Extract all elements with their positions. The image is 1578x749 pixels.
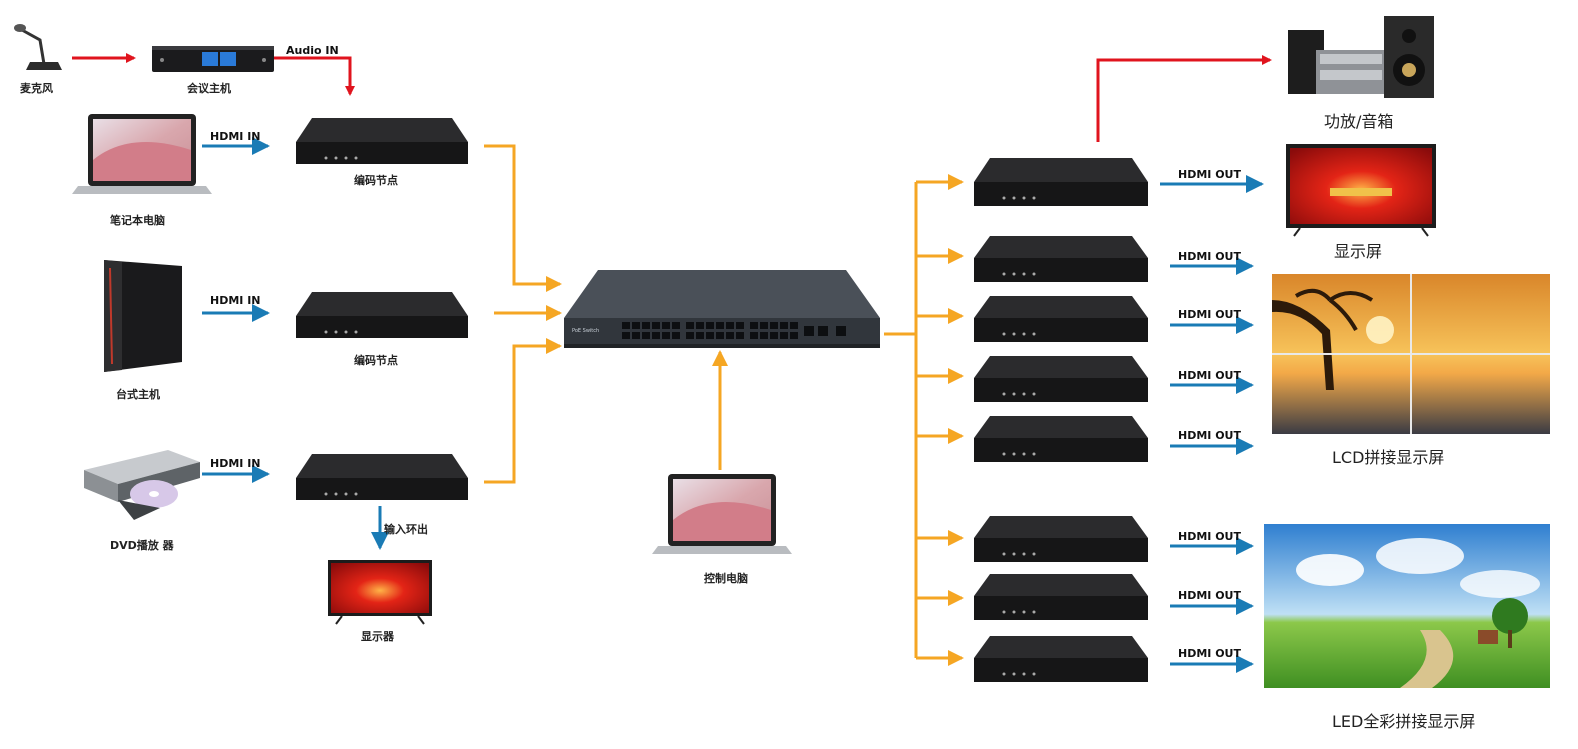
input-loop-out-label: 输入环出 (384, 523, 428, 536)
net-link-encoder-3 (484, 338, 562, 484)
conference-host-device (152, 46, 274, 72)
decoder-node-7 (974, 574, 1148, 620)
hdmi-in-label-1: HDMI IN (210, 130, 261, 143)
decoder-branches (916, 174, 964, 666)
decoder-node-8 (974, 636, 1148, 682)
switch-badge: PoE Switch (572, 328, 599, 334)
conference-host-label: 会议主机 (187, 82, 231, 95)
hdmi-out-label-8: HDMI OUT (1178, 647, 1241, 660)
encoder-node-1 (296, 118, 468, 164)
desktop-host-label: 台式主机 (116, 388, 160, 401)
control-pc-device (652, 474, 792, 554)
decoder-node-1 (974, 158, 1148, 206)
decoder-node-6 (974, 516, 1148, 562)
encoder-label-1: 编码节点 (354, 174, 398, 187)
hdmi-out-label-5: HDMI OUT (1178, 429, 1241, 442)
decoder-node-4 (974, 356, 1148, 402)
decoder-node-5 (974, 416, 1148, 462)
microphone-label: 麦克风 (20, 82, 53, 95)
encoder-label-2: 编码节点 (354, 354, 398, 367)
led-wall-device (1264, 524, 1550, 688)
display-screen-device (1286, 144, 1436, 237)
hdmi-in-label-3: HDMI IN (210, 457, 261, 470)
dvd-player-label: DVD播放 器 (110, 539, 174, 552)
hdmi-out-label-7: HDMI OUT (1178, 589, 1241, 602)
net-link-encoder-1 (484, 144, 562, 292)
dvd-player-device (84, 450, 200, 520)
laptop-device (72, 114, 212, 194)
hdmi-out-label-1: HDMI OUT (1178, 168, 1241, 181)
hdmi-out-label-6: HDMI OUT (1178, 530, 1241, 543)
amp-speaker-device (1288, 16, 1434, 98)
hdmi-out-label-2: HDMI OUT (1178, 250, 1241, 263)
amp-speaker-label: 功放/音箱 (1324, 112, 1394, 131)
loop-monitor-label: 显示器 (361, 630, 394, 643)
lcd-wall-label: LCD拼接显示屏 (1332, 448, 1445, 467)
control-pc-label: 控制电脑 (704, 572, 748, 585)
hdmi-out-label-3: HDMI OUT (1178, 308, 1241, 321)
lcd-wall-device (1272, 274, 1550, 434)
laptop-label: 笔记本电脑 (110, 214, 165, 227)
loop-out-monitor-device (328, 560, 432, 625)
desktop-host-device (104, 260, 182, 372)
hdmi-out-label-4: HDMI OUT (1178, 369, 1241, 382)
microphone-device (14, 24, 62, 70)
audio-in-label: Audio IN (286, 44, 339, 57)
display-screen-label: 显示屏 (1334, 242, 1383, 261)
hdmi-in-label-2: HDMI IN (210, 294, 261, 307)
encoder-node-2 (296, 292, 468, 338)
audio-arrow-host-to-encoder (274, 56, 355, 96)
poe-switch-device: PoE Switch (564, 270, 880, 348)
decoder-node-3 (974, 296, 1148, 342)
decoder-node-2 (974, 236, 1148, 282)
encoder-node-3 (296, 454, 468, 500)
audio-arrow-to-speakers (1096, 55, 1272, 142)
led-wall-label: LED全彩拼接显示屏 (1332, 712, 1476, 731)
